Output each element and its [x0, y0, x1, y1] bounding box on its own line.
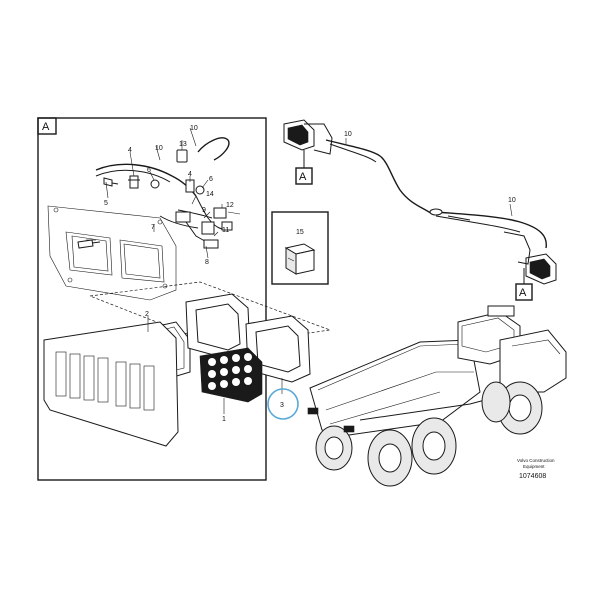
- detail-label: A: [42, 121, 50, 133]
- callout-9: 9: [202, 207, 206, 214]
- callout-2: 2: [145, 311, 149, 318]
- bolt-7: [77, 239, 101, 249]
- work-lamp-left: [283, 119, 333, 155]
- callout-14: 14: [206, 191, 214, 198]
- callout-10a: 10: [190, 125, 198, 132]
- connector-13: [176, 149, 188, 163]
- callout-1: 1: [222, 416, 226, 423]
- view-ref-top-box: [295, 167, 313, 185]
- gasket-frame-3a: [185, 293, 251, 361]
- mounting-plate-lower: [43, 321, 179, 447]
- work-lamp-right: [503, 231, 557, 285]
- articulated-hauler: [307, 305, 567, 487]
- callout-13: 13: [179, 141, 187, 148]
- callout-12: 12: [226, 202, 234, 209]
- bracket-plate: [47, 205, 177, 301]
- callout-10b: 10: [155, 145, 163, 152]
- callout-11: 11: [222, 227, 229, 234]
- leader-lines-detail: [86, 127, 283, 414]
- callout-7: 7: [151, 224, 155, 231]
- view-ref-top: A: [299, 171, 307, 183]
- lens-1: [199, 347, 263, 403]
- callout-5: 5: [104, 200, 108, 207]
- callout-8: 8: [205, 259, 209, 266]
- highlight-circle: [267, 388, 299, 420]
- nut-6a: [150, 179, 160, 189]
- view-ref-bottom: A: [519, 287, 527, 299]
- clip-4a: [128, 175, 140, 189]
- callout-6a: 6: [147, 167, 151, 174]
- kit-frame: [271, 211, 329, 285]
- leader-10d: [509, 203, 513, 217]
- callout-4b: 4: [188, 171, 192, 178]
- callout-10c: 10: [344, 131, 352, 138]
- doc-number: 1074608: [519, 473, 546, 480]
- callout-10c-dup: 10: [508, 197, 516, 204]
- detail-label-box: [37, 117, 57, 135]
- callout-15: 15: [296, 229, 304, 236]
- company-line-2: Equipment: [523, 464, 545, 469]
- cable-harness-overview: [325, 139, 547, 249]
- callout-6b: 6: [209, 176, 213, 183]
- detail-frame: [37, 117, 267, 481]
- connector-cluster: [175, 207, 233, 249]
- company-line-1: Volvo Construction: [517, 458, 555, 463]
- callout-3: 3: [280, 402, 284, 409]
- view-ref-bottom-box: [515, 283, 533, 301]
- kit-box-icon: [284, 243, 316, 275]
- callout-4a: 4: [128, 147, 132, 154]
